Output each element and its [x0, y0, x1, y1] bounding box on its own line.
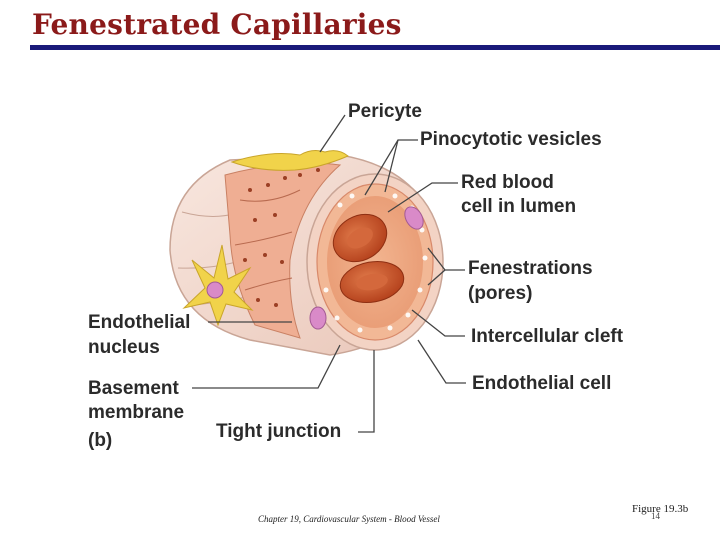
leader-lines: [192, 114, 466, 433]
footer-chapter: Chapter 19, Cardiovascular System - Bloo…: [258, 514, 440, 524]
label-tight-junction: Tight junction: [216, 421, 342, 442]
leader-pericyte: [319, 114, 346, 153]
endothelial-cell-border: [239, 189, 301, 202]
label-red-blood-cell-line2: cell in lumen: [461, 196, 577, 217]
leader-pinocytotic-2: [384, 139, 399, 193]
label-basement-membrane-line2: membrane: [88, 402, 185, 423]
slide-number: 14: [651, 511, 660, 521]
endothelial-cell-border: [244, 277, 293, 291]
red-blood-cell-center: [356, 273, 388, 291]
label-fenestrations-line2: (pores): [468, 283, 533, 304]
leader-endothelial-cell: [417, 339, 466, 384]
label-endothelial-cell: Endothelial cell: [472, 373, 612, 394]
footer-figure-ref: Figure 19.3b: [632, 503, 689, 515]
pericyte-cell: [230, 150, 349, 171]
endothelial-nucleus: [404, 206, 424, 230]
leader-fenestrations-2: [427, 269, 446, 286]
label-fenestrations-line1: Fenestrations: [468, 258, 593, 279]
label-panel-b: (b): [88, 430, 113, 451]
label-pinocytotic-vesicles: Pinocytotic vesicles: [420, 129, 602, 150]
leader-rbc: [387, 182, 458, 213]
label-endothelial-nucleus-line2: nucleus: [88, 337, 160, 358]
endothelial-cell-border: [234, 231, 293, 246]
slide-title: Fenestrated Capillaries: [32, 8, 402, 41]
title-rule: [30, 45, 720, 50]
fenestration-dots: [243, 168, 320, 307]
red-blood-cell-center: [347, 227, 373, 249]
label-intercellular-cleft: Intercellular cleft: [471, 326, 624, 347]
capillary-tube: [169, 150, 444, 356]
pericyte-nucleus: [206, 281, 224, 299]
label-red-blood-cell-line1: Red blood: [461, 172, 554, 193]
label-pericyte: Pericyte: [348, 101, 422, 122]
leader-cleft: [411, 309, 465, 337]
endothelial-nucleus: [309, 306, 327, 330]
label-basement-membrane-line1: Basement: [88, 378, 179, 399]
leader-tight-junction: [358, 350, 375, 433]
leader-basement: [192, 344, 341, 389]
label-endothelial-nucleus-line1: Endothelial: [88, 312, 191, 333]
